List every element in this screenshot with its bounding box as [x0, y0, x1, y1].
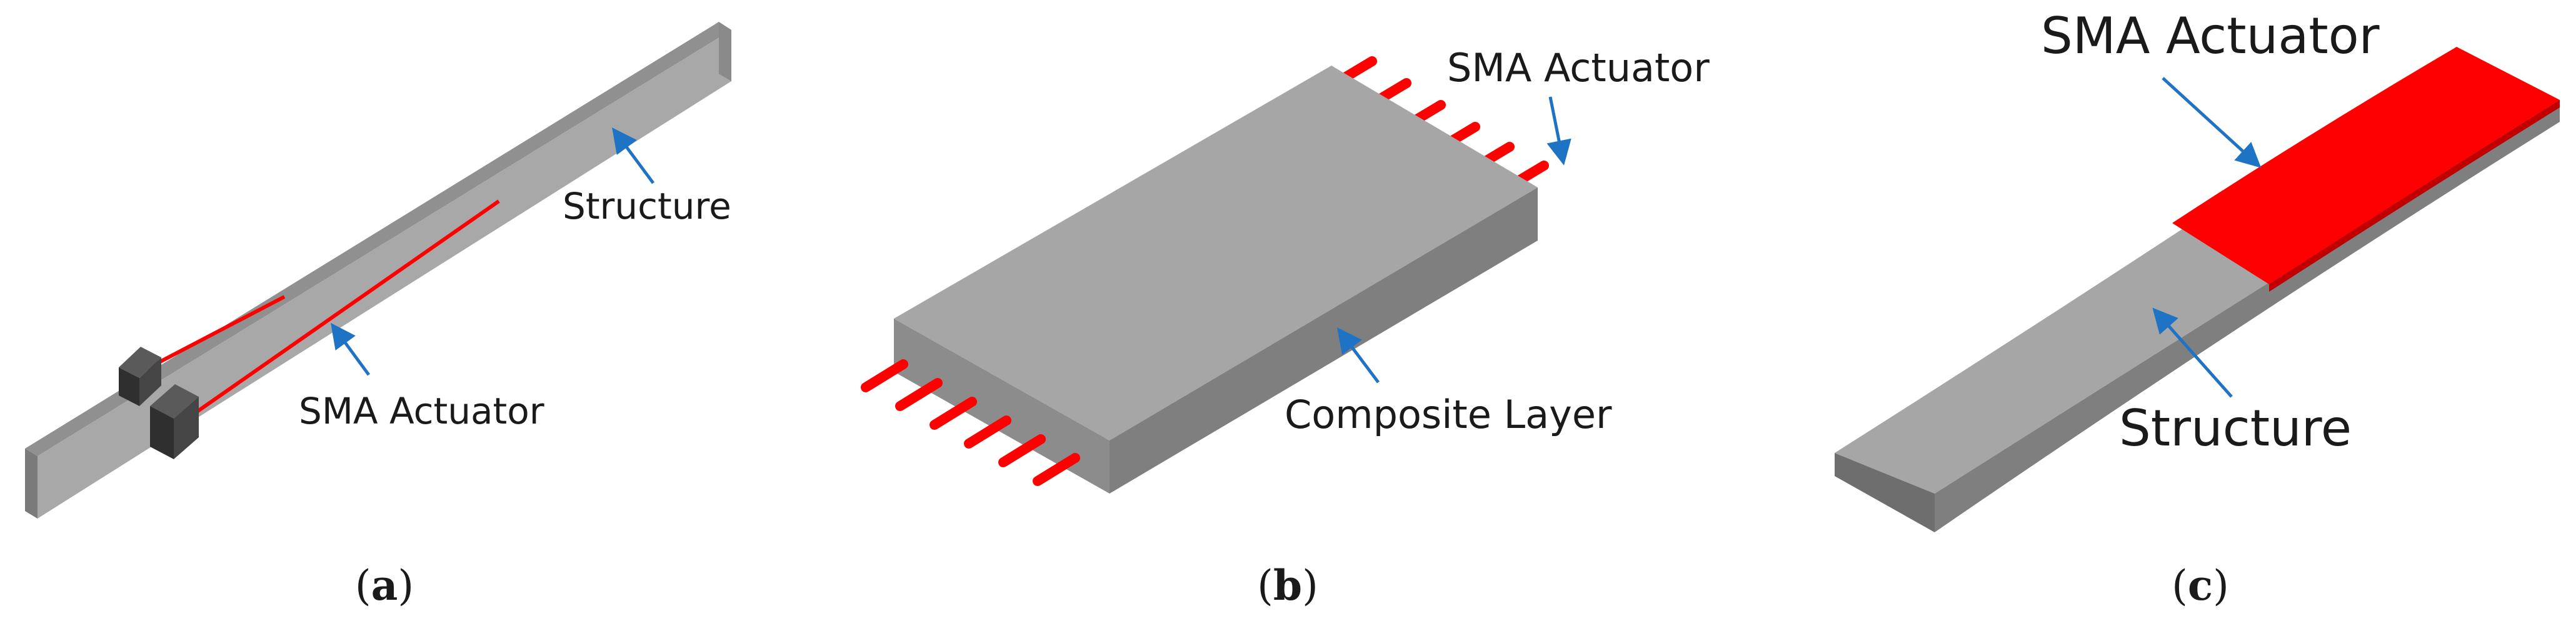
- sma-wire-front: [861, 359, 908, 392]
- sma-wire-front: [895, 378, 943, 411]
- panel-a-caption-letter: a: [371, 561, 398, 610]
- panel-a-actuator-label: SMA Actuator: [299, 390, 544, 432]
- panel-c-structure-label: Structure: [2119, 399, 2352, 457]
- beam-end-face: [719, 22, 731, 81]
- panel-b-actuator-label: SMA Actuator: [1447, 45, 1710, 91]
- panel-a: Structure SMA Actuator (a): [25, 22, 731, 610]
- sma-wire-back: [1339, 56, 1377, 83]
- panel-c: SMA Actuator Structure (c): [1835, 7, 2560, 610]
- sma-wire-front: [1033, 453, 1080, 486]
- sma-wire-front: [964, 415, 1011, 449]
- panel-b-layer-label: Composite Layer: [1285, 392, 1612, 437]
- beam-front-face: [25, 449, 38, 519]
- plate-top-face: [894, 66, 1538, 440]
- panel-b-caption: (b): [1257, 561, 1318, 610]
- panel-c-actuator-arrow: [2162, 77, 2262, 168]
- panel-a-sma-wire-upper: [146, 295, 286, 370]
- panel-b-layer-arrow: [1337, 327, 1380, 384]
- plate-side-face: [1110, 187, 1538, 494]
- panel-a-structure-arrow: [612, 127, 655, 184]
- panel-b-front-wires: [861, 359, 1080, 486]
- plate-front-face: [894, 319, 1110, 494]
- panel-a-structure-beam: [25, 22, 731, 519]
- panel-a-sma-wire-lower: [177, 199, 500, 427]
- panel-c-actuator-label: SMA Actuator: [2041, 7, 2380, 65]
- panel-a-caption: (a): [355, 561, 414, 610]
- panel-b: SMA Actuator Composite Layer (b): [861, 45, 1710, 610]
- panel-a-clamp-front: [150, 384, 199, 459]
- sma-wire-front: [998, 434, 1046, 467]
- panel-c-sma-actuator-edge: [2269, 100, 2560, 292]
- panel-a-clamp-rear: [119, 347, 161, 406]
- strip-end-face: [1835, 453, 1935, 532]
- panel-a-actuator-arrow: [331, 322, 371, 376]
- beam-top-face: [25, 22, 731, 456]
- panel-c-caption-letter: c: [2188, 561, 2213, 610]
- panel-c-sma-actuator-patch: [2172, 47, 2560, 284]
- panel-a-structure-label: Structure: [563, 185, 731, 227]
- beam-side-face: [38, 30, 731, 519]
- sma-wire-front: [930, 397, 977, 430]
- strip-side-face: [1935, 100, 2560, 532]
- panel-c-structure-arrow: [2152, 307, 2233, 398]
- panel-c-caption: (c): [2172, 561, 2229, 610]
- panel-b-caption-letter: b: [1273, 561, 1302, 610]
- panel-b-actuator-arrow: [1546, 96, 1571, 166]
- panel-b-composite-plate: [894, 66, 1538, 494]
